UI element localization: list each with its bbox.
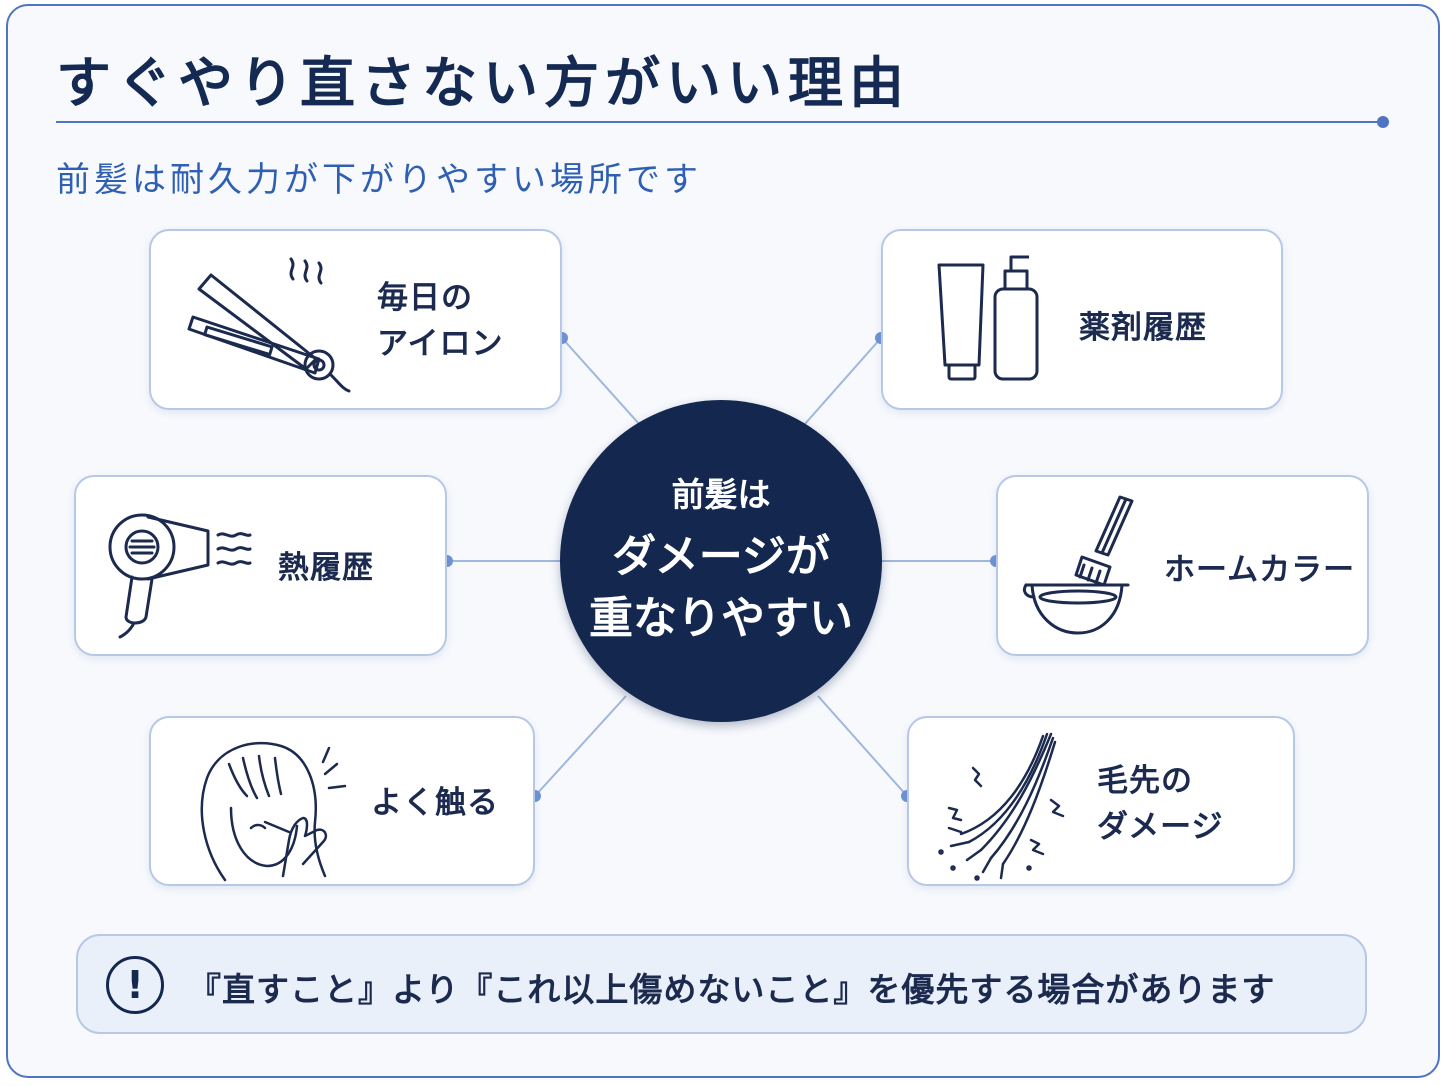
factor-card-touch: よく触る bbox=[149, 716, 535, 886]
connector-tips bbox=[817, 695, 908, 797]
exclamation-circle-icon: ! bbox=[106, 956, 164, 1014]
factor-label-iron: 毎日の アイロン bbox=[377, 275, 503, 367]
factor-card-iron: 毎日の アイロン bbox=[149, 229, 562, 410]
title-divider-dot bbox=[1377, 116, 1389, 128]
factor-card-chemical: 薬剤履歴 bbox=[881, 229, 1283, 410]
dye-brush-bowl-icon bbox=[1022, 495, 1134, 635]
connector-iron bbox=[561, 337, 641, 426]
connector-touch bbox=[534, 695, 627, 797]
hub-line-3: 重なりやすい bbox=[589, 593, 853, 644]
hub-line-2: ダメージが bbox=[612, 531, 830, 582]
frayed-hair-tips-icon bbox=[938, 732, 1065, 881]
factor-label-touch-line1: よく触る bbox=[371, 785, 499, 821]
factor-card-tips: 毛先の ダメージ bbox=[907, 716, 1295, 886]
central-hub: 前髪は ダメージが 重なりやすい bbox=[560, 400, 882, 722]
factor-label-tips-line1: 毛先の bbox=[1097, 763, 1193, 799]
factor-label-home-color-line1: ホームカラー bbox=[1164, 552, 1356, 588]
connector-chemical bbox=[803, 337, 882, 426]
factor-label-tips: 毛先の ダメージ bbox=[1097, 758, 1223, 850]
page-title: すぐやり直さない方がいい理由 bbox=[56, 50, 911, 115]
factor-label-home-color: ホームカラー bbox=[1164, 547, 1355, 593]
warning-note: ! 『直すこと』より『これ以上傷めないこと』を優先する場合があります bbox=[76, 934, 1367, 1034]
title-divider bbox=[56, 121, 1382, 123]
factor-label-chemical: 薬剤履歴 bbox=[1079, 305, 1207, 351]
factor-label-touch: よく触る bbox=[371, 780, 499, 826]
factor-label-heat-line1: 熱履歴 bbox=[278, 550, 374, 586]
tube-and-bottle-icon bbox=[937, 255, 1039, 381]
factor-label-iron-line2: アイロン bbox=[377, 326, 504, 362]
factor-label-chemical-line1: 薬剤履歴 bbox=[1079, 310, 1207, 346]
factor-label-heat: 熱履歴 bbox=[278, 545, 374, 591]
factor-label-tips-line2: ダメージ bbox=[1097, 809, 1224, 845]
woman-touching-bangs-icon bbox=[200, 741, 347, 882]
hair-dryer-icon bbox=[108, 513, 252, 639]
warning-note-text: 『直すこと』より『これ以上傷めないこと』を優先する場合があります bbox=[188, 970, 1276, 1009]
factor-card-home-color: ホームカラー bbox=[996, 475, 1369, 656]
hair-straightener-icon bbox=[187, 257, 351, 393]
page-subtitle: 前髪は耐久力が下がりやすい場所です bbox=[56, 160, 702, 200]
hub-line-1: 前髪は bbox=[671, 475, 771, 514]
factor-card-heat: 熱履歴 bbox=[74, 475, 447, 656]
factor-label-iron-line1: 毎日の bbox=[377, 280, 473, 316]
